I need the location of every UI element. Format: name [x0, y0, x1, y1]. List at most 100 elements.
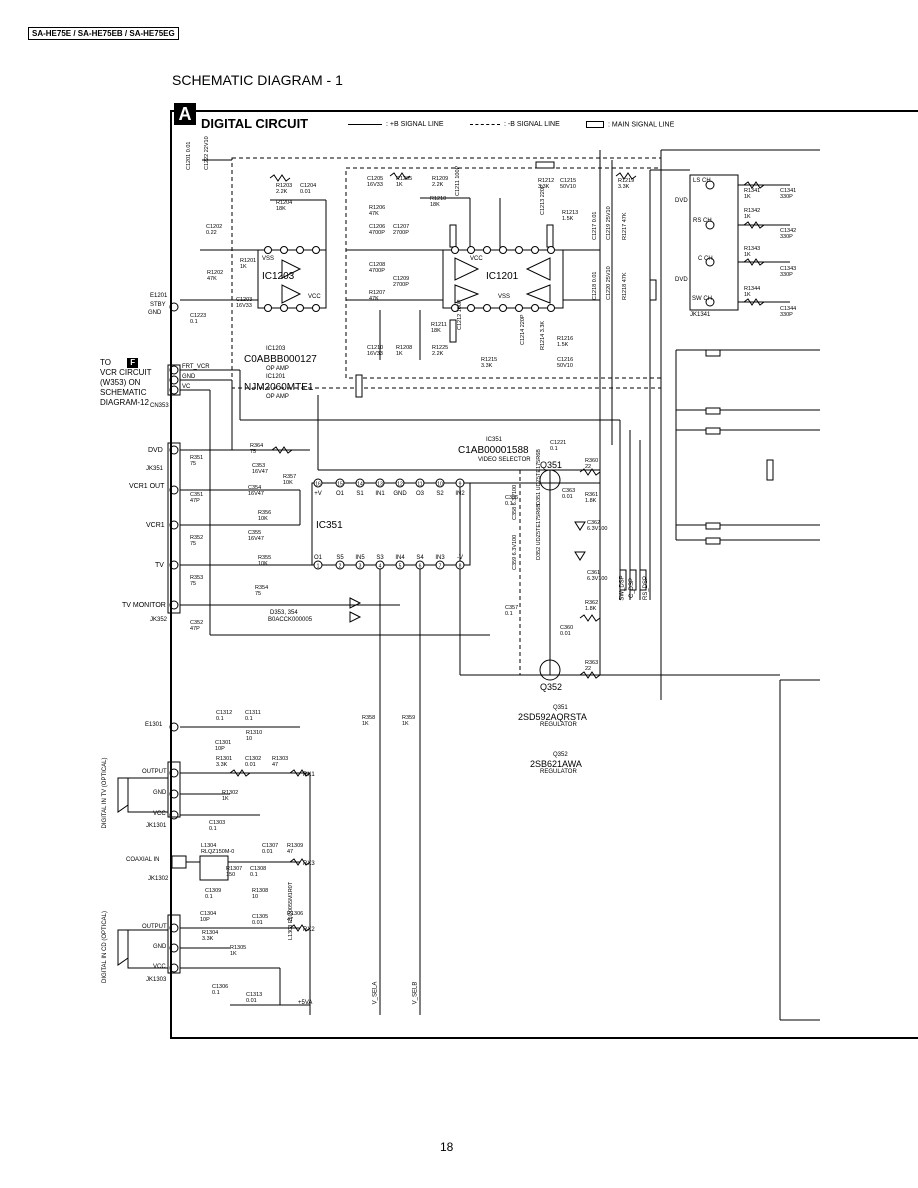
jk352-label: JK352 — [150, 617, 168, 623]
jk1303-output: OUTPUT — [142, 924, 167, 930]
ic351-pin — [335, 478, 345, 488]
legend-bplus: : +B SIGNAL LINE — [348, 121, 444, 128]
q352-desc: REGULATOR — [540, 769, 577, 775]
e1201-label: E1201 — [150, 293, 168, 299]
ic351-pin-number: 15 — [337, 482, 343, 488]
main-signal-arrow-icon — [586, 121, 604, 128]
model-label: SA-HE75E / SA-HE75EB / SA-HE75EG — [28, 27, 179, 40]
ic1201-ref: IC1201 — [266, 374, 286, 380]
section-badge: A — [174, 103, 196, 125]
cn353-pin-gnd: GND — [182, 374, 196, 380]
ic351-pin-label: IN5 — [355, 555, 365, 561]
ic351-pin — [415, 478, 425, 488]
coaxial-in-label: COAXIAL IN — [126, 857, 160, 863]
jk1303-side-label: DIGITAL IN CD (OPTICAL) — [102, 911, 108, 984]
ic1201-desc: OP AMP — [266, 394, 289, 400]
ic351-pin-number: 12 — [397, 482, 403, 488]
component-label: R1218 47K — [622, 272, 628, 300]
component-label: D351 UDZ5TE175R6B — [536, 449, 542, 505]
ic351-pin — [395, 478, 405, 488]
jk1303-optical-icon — [117, 929, 129, 966]
jk351-dvd-label: DVD — [148, 447, 163, 454]
section-title: DIGITAL CIRCUIT — [201, 116, 309, 131]
component-label: C1217 0.01 — [592, 211, 598, 240]
legend-bminus: : -B SIGNAL LINE — [470, 121, 560, 128]
e1301-label: E1301 — [145, 722, 163, 728]
page-number: 18 — [440, 1140, 454, 1154]
tv-monitor-label: TV MONITOR — [122, 602, 166, 609]
ic1201-label: IC1201 — [486, 271, 519, 282]
jk1303-gnd: GND — [153, 944, 167, 950]
ic351-pin-label: S1 — [356, 491, 364, 497]
ic351-pin-label: S2 — [436, 491, 444, 497]
component-label: R1217 47K — [622, 212, 628, 240]
ic351-pin-label: IN2 — [455, 491, 465, 497]
d351-symbol — [574, 521, 586, 531]
ic351-pin-label: IN1 — [375, 491, 385, 497]
l1304-body — [199, 855, 229, 881]
component-label: C358 6.3V100 — [512, 484, 518, 520]
ic1203-ref: IC1203 — [266, 346, 286, 352]
ic351-body — [311, 482, 471, 566]
q351-desc: REGULATOR — [540, 722, 577, 728]
ic1203-desc: OP AMP — [266, 366, 289, 372]
component-label: C1213 220P — [540, 184, 546, 215]
q351-label: Q351 — [540, 460, 563, 470]
e1201-stby: STBY — [150, 302, 166, 308]
net-rs-dsp: RS_DSP — [643, 575, 650, 601]
ic351-pin — [375, 560, 385, 570]
ic351-ref: IC351 — [486, 437, 503, 443]
jk352-body — [167, 442, 181, 614]
schematic-frame — [170, 110, 918, 1039]
ic351-pin-label: -V — [457, 555, 463, 561]
ic1201-vcc: VCC — [470, 256, 483, 262]
ic351-pin-number: 1 — [317, 564, 320, 570]
ic351-pin-label: S3 — [376, 555, 384, 561]
q352-symbol — [539, 659, 561, 681]
tv-label: TV — [155, 562, 164, 569]
component-label: D352 UDZ5TE175R6B — [536, 504, 542, 560]
cn353-pin-vc: VC — [182, 384, 191, 390]
jk1301-vcc: VCC — [153, 811, 166, 817]
ic351-pin-number: 16 — [315, 482, 321, 488]
net-sw-dsp: SW_DSP — [619, 575, 626, 601]
ic351-pin-number: 5 — [399, 564, 402, 570]
ic351-pin-label: GND — [393, 491, 407, 497]
ic351-pin-label: S4 — [416, 555, 424, 561]
d352-symbol — [574, 551, 586, 561]
e1201-gnd: GND — [148, 310, 162, 316]
e1301-terminal-icon — [169, 722, 179, 732]
component-label: C1218 0.01 — [592, 271, 598, 300]
net-v-selb: V_SELB — [412, 981, 419, 1005]
ic351-desc: VIDEO SELECTOR — [478, 457, 531, 463]
q352-ref: Q352 — [553, 752, 568, 758]
page-title: SCHEMATIC DIAGRAM - 1 — [172, 72, 343, 88]
ic351-part: C1AB00001588 — [458, 445, 529, 456]
